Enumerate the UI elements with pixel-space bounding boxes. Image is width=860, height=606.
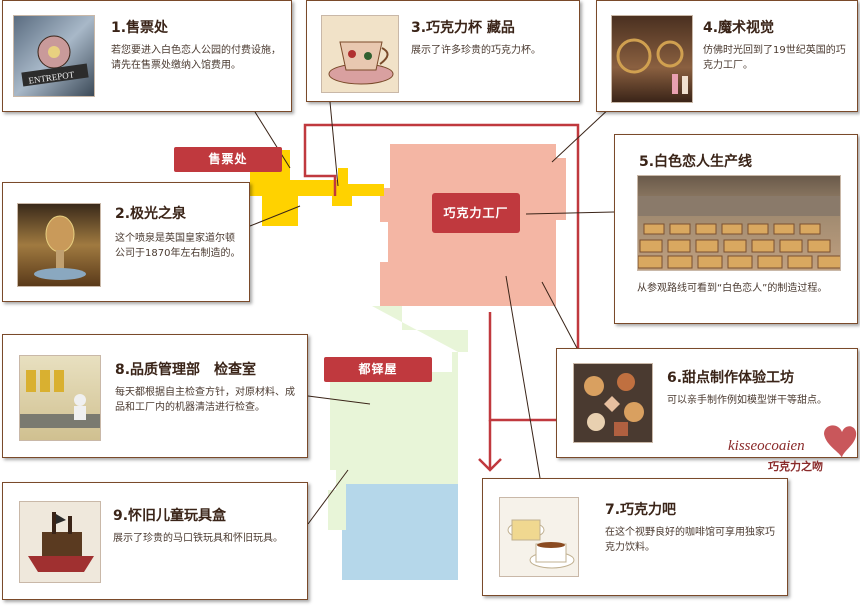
card-chocolate-cups[interactable]: 3.巧克力杯 藏品 展示了许多珍贵的巧克力杯。 — [306, 0, 580, 102]
connector-c6 — [541, 281, 579, 351]
connector-c8 — [307, 395, 371, 405]
lab-icon — [19, 355, 101, 441]
connector-c4 — [551, 105, 613, 163]
card-title: 3.巧克力杯 藏品 — [411, 20, 515, 36]
card-magic-vision[interactable]: 4.魔术视觉 仿佛时光回到了19世纪英国的巧克力工厂。 — [596, 0, 858, 112]
card-title: 9.怀旧儿童玩具盒 — [113, 508, 227, 524]
card-title: 5.白色恋人生产线 — [639, 154, 753, 170]
production-line-icon — [637, 175, 841, 271]
card-desc: 从参观路线可看到“白色恋人”的制造过程。 — [637, 283, 828, 294]
connector-c5 — [525, 211, 615, 215]
card-desc: 展示了许多珍贵的巧克力杯。 — [411, 45, 541, 56]
entrance-corridor — [250, 150, 384, 226]
card-desc: 展示了珍贵的马口铁玩具和怀旧玩具。 — [113, 533, 283, 544]
factory-tag: 巧克力工厂 — [432, 193, 520, 233]
cookies-icon — [573, 363, 653, 443]
connector-c9 — [307, 469, 349, 525]
heart-logo-icon — [824, 425, 857, 458]
card-desc: 若您要进入白色恋人公园的付费设施，请先在售票处缴纳入馆费用。 — [111, 45, 281, 71]
card-dessert-workshop[interactable]: 6.甜点制作体验工坊 可以亲手制作例如模型饼干等甜点。 — [556, 348, 858, 458]
post-house-tag: 都铎屋 — [324, 357, 432, 382]
fountain-icon — [17, 203, 101, 287]
card-chocolate-bar[interactable]: 7.巧克力吧 在这个视野良好的咖啡馆可享用独家巧克力饮料。 — [482, 478, 788, 596]
card-title: 8.品质管理部 检查室 — [115, 362, 257, 378]
coffee-cups-icon — [499, 497, 579, 577]
green-lower-block — [330, 380, 456, 486]
card-desc: 在这个视野良好的咖啡馆可享用独家巧克力饮料。 — [605, 527, 775, 553]
card-ticket-office[interactable]: ENTREPOT 1.售票处 若您要进入白色恋人公园的付费设施，请先在售票处缴纳… — [2, 0, 292, 112]
connector-c7 — [505, 275, 541, 479]
card-aurora-fountain[interactable]: 2.极光之泉 这个喷泉是英国皇家道尔顿公司于1870年左右制造的。 — [2, 182, 250, 302]
factory-scene-icon — [611, 15, 693, 103]
connector-c2 — [249, 205, 301, 227]
watermark-text: kisseocoaien — [728, 438, 805, 454]
card-desc: 可以亲手制作例如模型饼干等甜点。 — [667, 395, 827, 406]
card-toy-box[interactable]: 9.怀旧儿童玩具盒 展示了珍贵的马口铁玩具和怀旧玩具。 — [2, 482, 308, 600]
card-title: 7.巧克力吧 — [605, 502, 677, 518]
card-title: 6.甜点制作体验工坊 — [667, 370, 795, 386]
blue-area — [342, 484, 458, 580]
route-line — [303, 123, 580, 422]
card-desc: 这个喷泉是英国皇家道尔顿公司于1870年左右制造的。 — [115, 233, 241, 259]
card-title: 1.售票处 — [111, 20, 169, 36]
entrepot-sign-icon: ENTREPOT — [13, 15, 95, 97]
ticket-office-tag: 售票处 — [174, 147, 282, 172]
toy-ship-icon — [19, 501, 101, 583]
card-desc: 每天都根据自主检查方针，对原材料、成品和工厂内的机器清洁进行检查。 — [115, 387, 295, 413]
watermark-subtext: 巧克力之吻 — [768, 460, 823, 473]
teacup-icon — [321, 15, 399, 93]
card-desc: 仿佛时光回到了19世纪英国的巧克力工厂。 — [703, 45, 846, 71]
card-quality-control[interactable]: 8.品质管理部 检查室 每天都根据自主检查方针，对原材料、成品和工厂内的机器清洁… — [2, 334, 308, 458]
connector-c1 — [254, 111, 291, 169]
connector-c3 — [329, 101, 339, 187]
card-production-line[interactable]: 5.白色恋人生产线 从参观路线可看到“白色恋人”的制造过程。 — [614, 134, 858, 324]
card-title: 2.极光之泉 — [115, 206, 187, 222]
watermark: kisseocoaien 巧克力之吻 — [728, 418, 858, 478]
card-title: 4.魔术视觉 — [703, 20, 775, 36]
